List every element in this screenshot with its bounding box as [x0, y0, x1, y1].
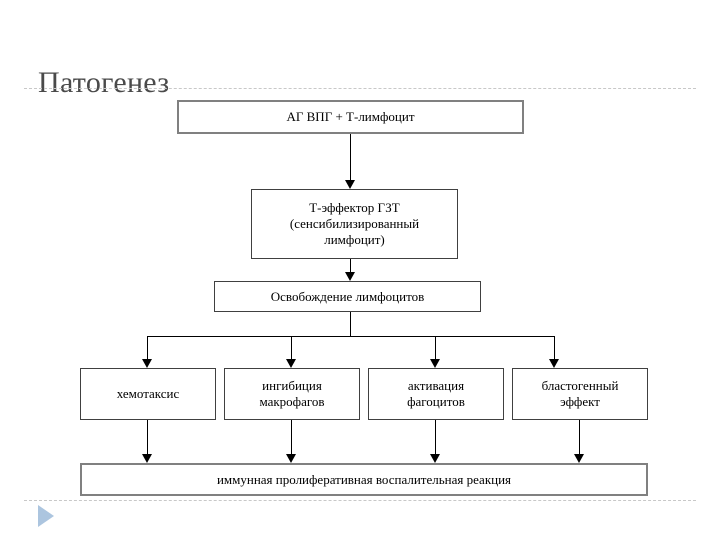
flow-box-macrophage-inhibition-label: ингибиция макрофагов — [253, 378, 330, 410]
footer-divider — [24, 500, 696, 501]
connector-line-ag-to-teffector — [350, 134, 351, 180]
connector-line-release-to-blastogenic — [554, 336, 555, 359]
flow-box-chemotaxis[interactable]: хемотаксис — [80, 368, 216, 420]
flow-box-chemotaxis-label: хемотаксис — [111, 386, 186, 402]
connector-line-release-to-chemotaxis — [147, 336, 148, 359]
arrowhead-release-to-chemotaxis — [142, 359, 152, 368]
flow-box-antigen-hsv-tlymphocyte-label: АГ ВПГ + Т-лимфоцит — [286, 109, 415, 124]
t-effector-line-2: (сенсибилизированный — [289, 216, 420, 231]
connector-line-activation-to-final — [435, 420, 436, 454]
connector-bus-release-branches — [147, 336, 554, 337]
flow-box-phagocyte-activation-label: активация фагоцитов — [401, 378, 471, 410]
flow-box-t-effector-dth[interactable]: Т-эффектор ГЗТ (сенсибилизированный лимф… — [251, 189, 458, 259]
t-effector-line-1: Т-эффектор ГЗТ — [309, 200, 400, 215]
title-divider — [24, 88, 696, 89]
connector-line-release-to-activation — [435, 336, 436, 359]
connector-line-inhibition-to-final — [291, 420, 292, 454]
flow-box-antigen-hsv-tlymphocyte[interactable]: АГ ВПГ + Т-лимфоцит — [177, 100, 524, 134]
flow-box-blastogenic-effect-label: бластогенный эффект — [536, 378, 625, 410]
arrowhead-release-to-activation — [430, 359, 440, 368]
flow-box-macrophage-inhibition[interactable]: ингибиция макрофагов — [224, 368, 360, 420]
chemotaxis-line-1: хемотаксис — [116, 386, 180, 401]
flow-box-t-effector-dth-label: Т-эффектор ГЗТ (сенсибилизированный лимф… — [284, 200, 425, 248]
flow-box-lymphocyte-release-label: Освобождение лимфоцитов — [270, 288, 425, 304]
flow-box-lymphocyte-release[interactable]: Освобождение лимфоцитов — [214, 281, 481, 312]
activation-line-2: фагоцитов — [407, 394, 465, 409]
arrowhead-teffector-to-release — [345, 272, 355, 281]
arrowhead-activation-to-final — [430, 454, 440, 463]
inhibition-line-2: макрофагов — [259, 394, 325, 409]
t-effector-line-3: лимфоцит) — [324, 232, 385, 247]
connector-trunk-release — [350, 312, 351, 336]
next-slide-icon[interactable] — [38, 505, 54, 527]
blastogenic-line-1: бластогенный — [541, 378, 619, 393]
flow-box-immune-proliferative-inflammatory-reaction[interactable]: иммунная пролиферативная воспалительная … — [80, 463, 648, 496]
connector-line-release-to-inhibition — [291, 336, 292, 359]
page-title: Патогенез — [38, 66, 170, 100]
connector-line-blastogenic-to-final — [579, 420, 580, 454]
flow-box-blastogenic-effect[interactable]: бластогенный эффект — [512, 368, 648, 420]
arrowhead-blastogenic-to-final — [574, 454, 584, 463]
activation-line-1: активация — [407, 378, 465, 393]
connector-line-chemotaxis-to-final — [147, 420, 148, 454]
arrowhead-ag-to-teffector — [345, 180, 355, 189]
arrowhead-inhibition-to-final — [286, 454, 296, 463]
flow-box-immune-proliferative-inflammatory-reaction-label: иммунная пролиферативная воспалительная … — [216, 471, 512, 487]
inhibition-line-1: ингибиция — [262, 378, 322, 393]
arrowhead-release-to-inhibition — [286, 359, 296, 368]
connector-line-teffector-to-release — [350, 259, 351, 272]
arrowhead-chemotaxis-to-final — [142, 454, 152, 463]
blastogenic-line-2: эффект — [560, 394, 600, 409]
flow-box-phagocyte-activation[interactable]: активация фагоцитов — [368, 368, 504, 420]
arrowhead-release-to-blastogenic — [549, 359, 559, 368]
